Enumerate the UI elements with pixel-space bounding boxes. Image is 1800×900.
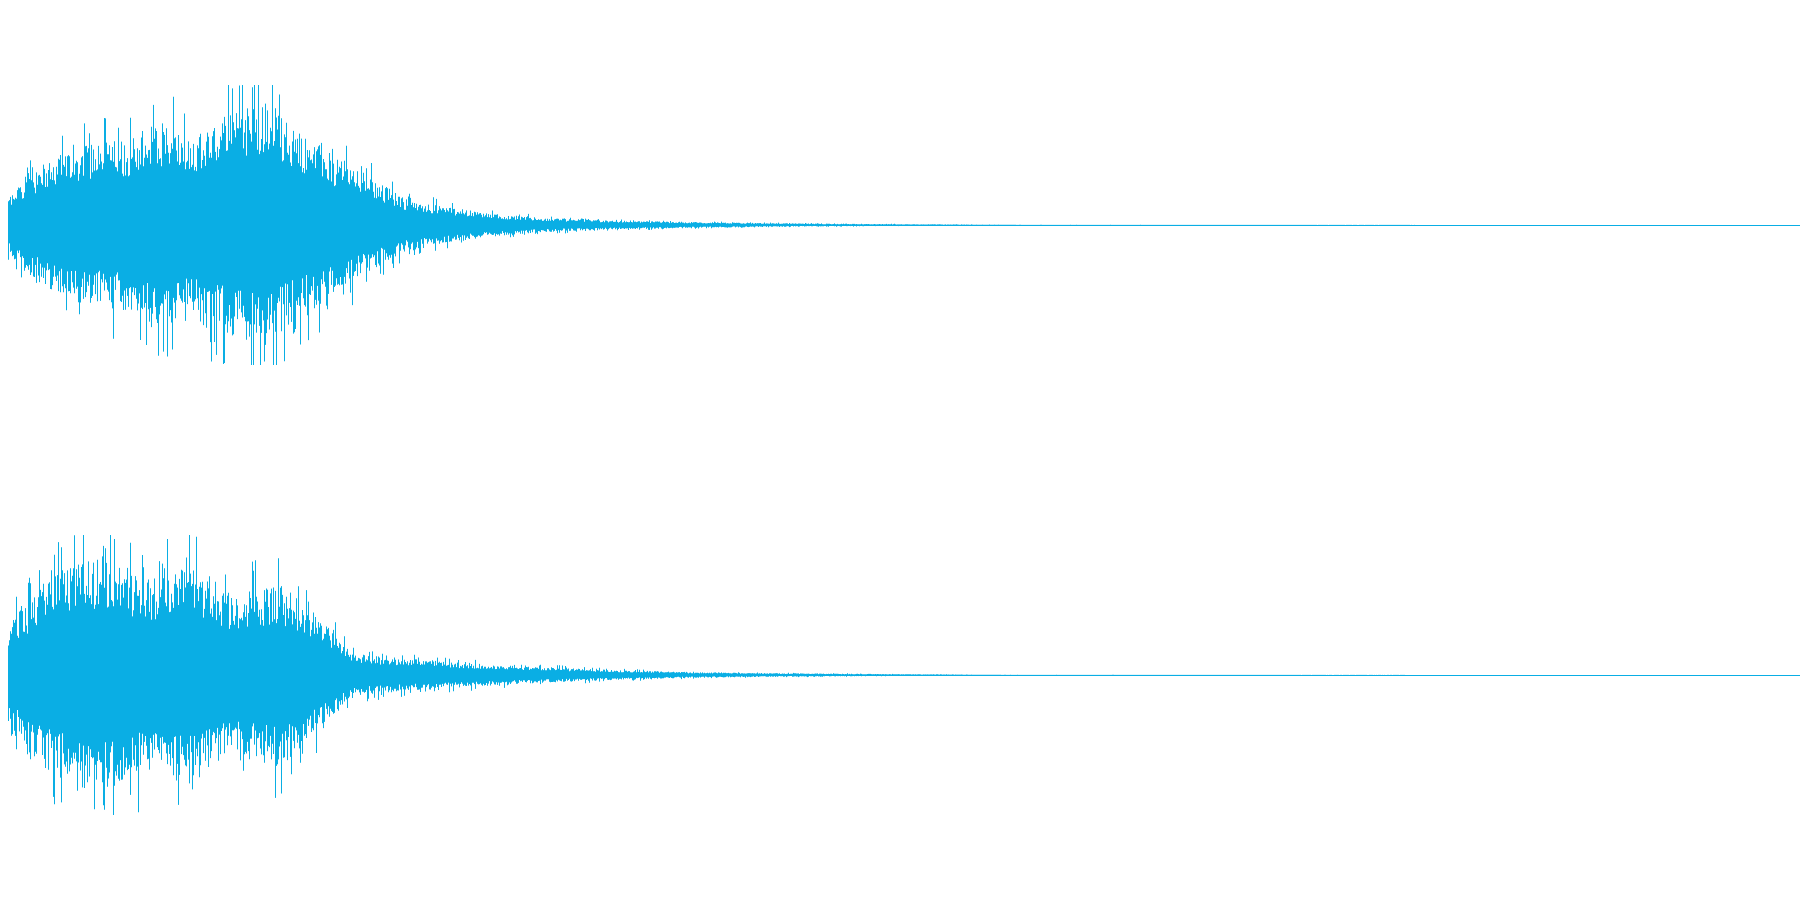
channel-1-waveform — [8, 85, 1800, 365]
channel-2-waveform — [8, 535, 1800, 815]
